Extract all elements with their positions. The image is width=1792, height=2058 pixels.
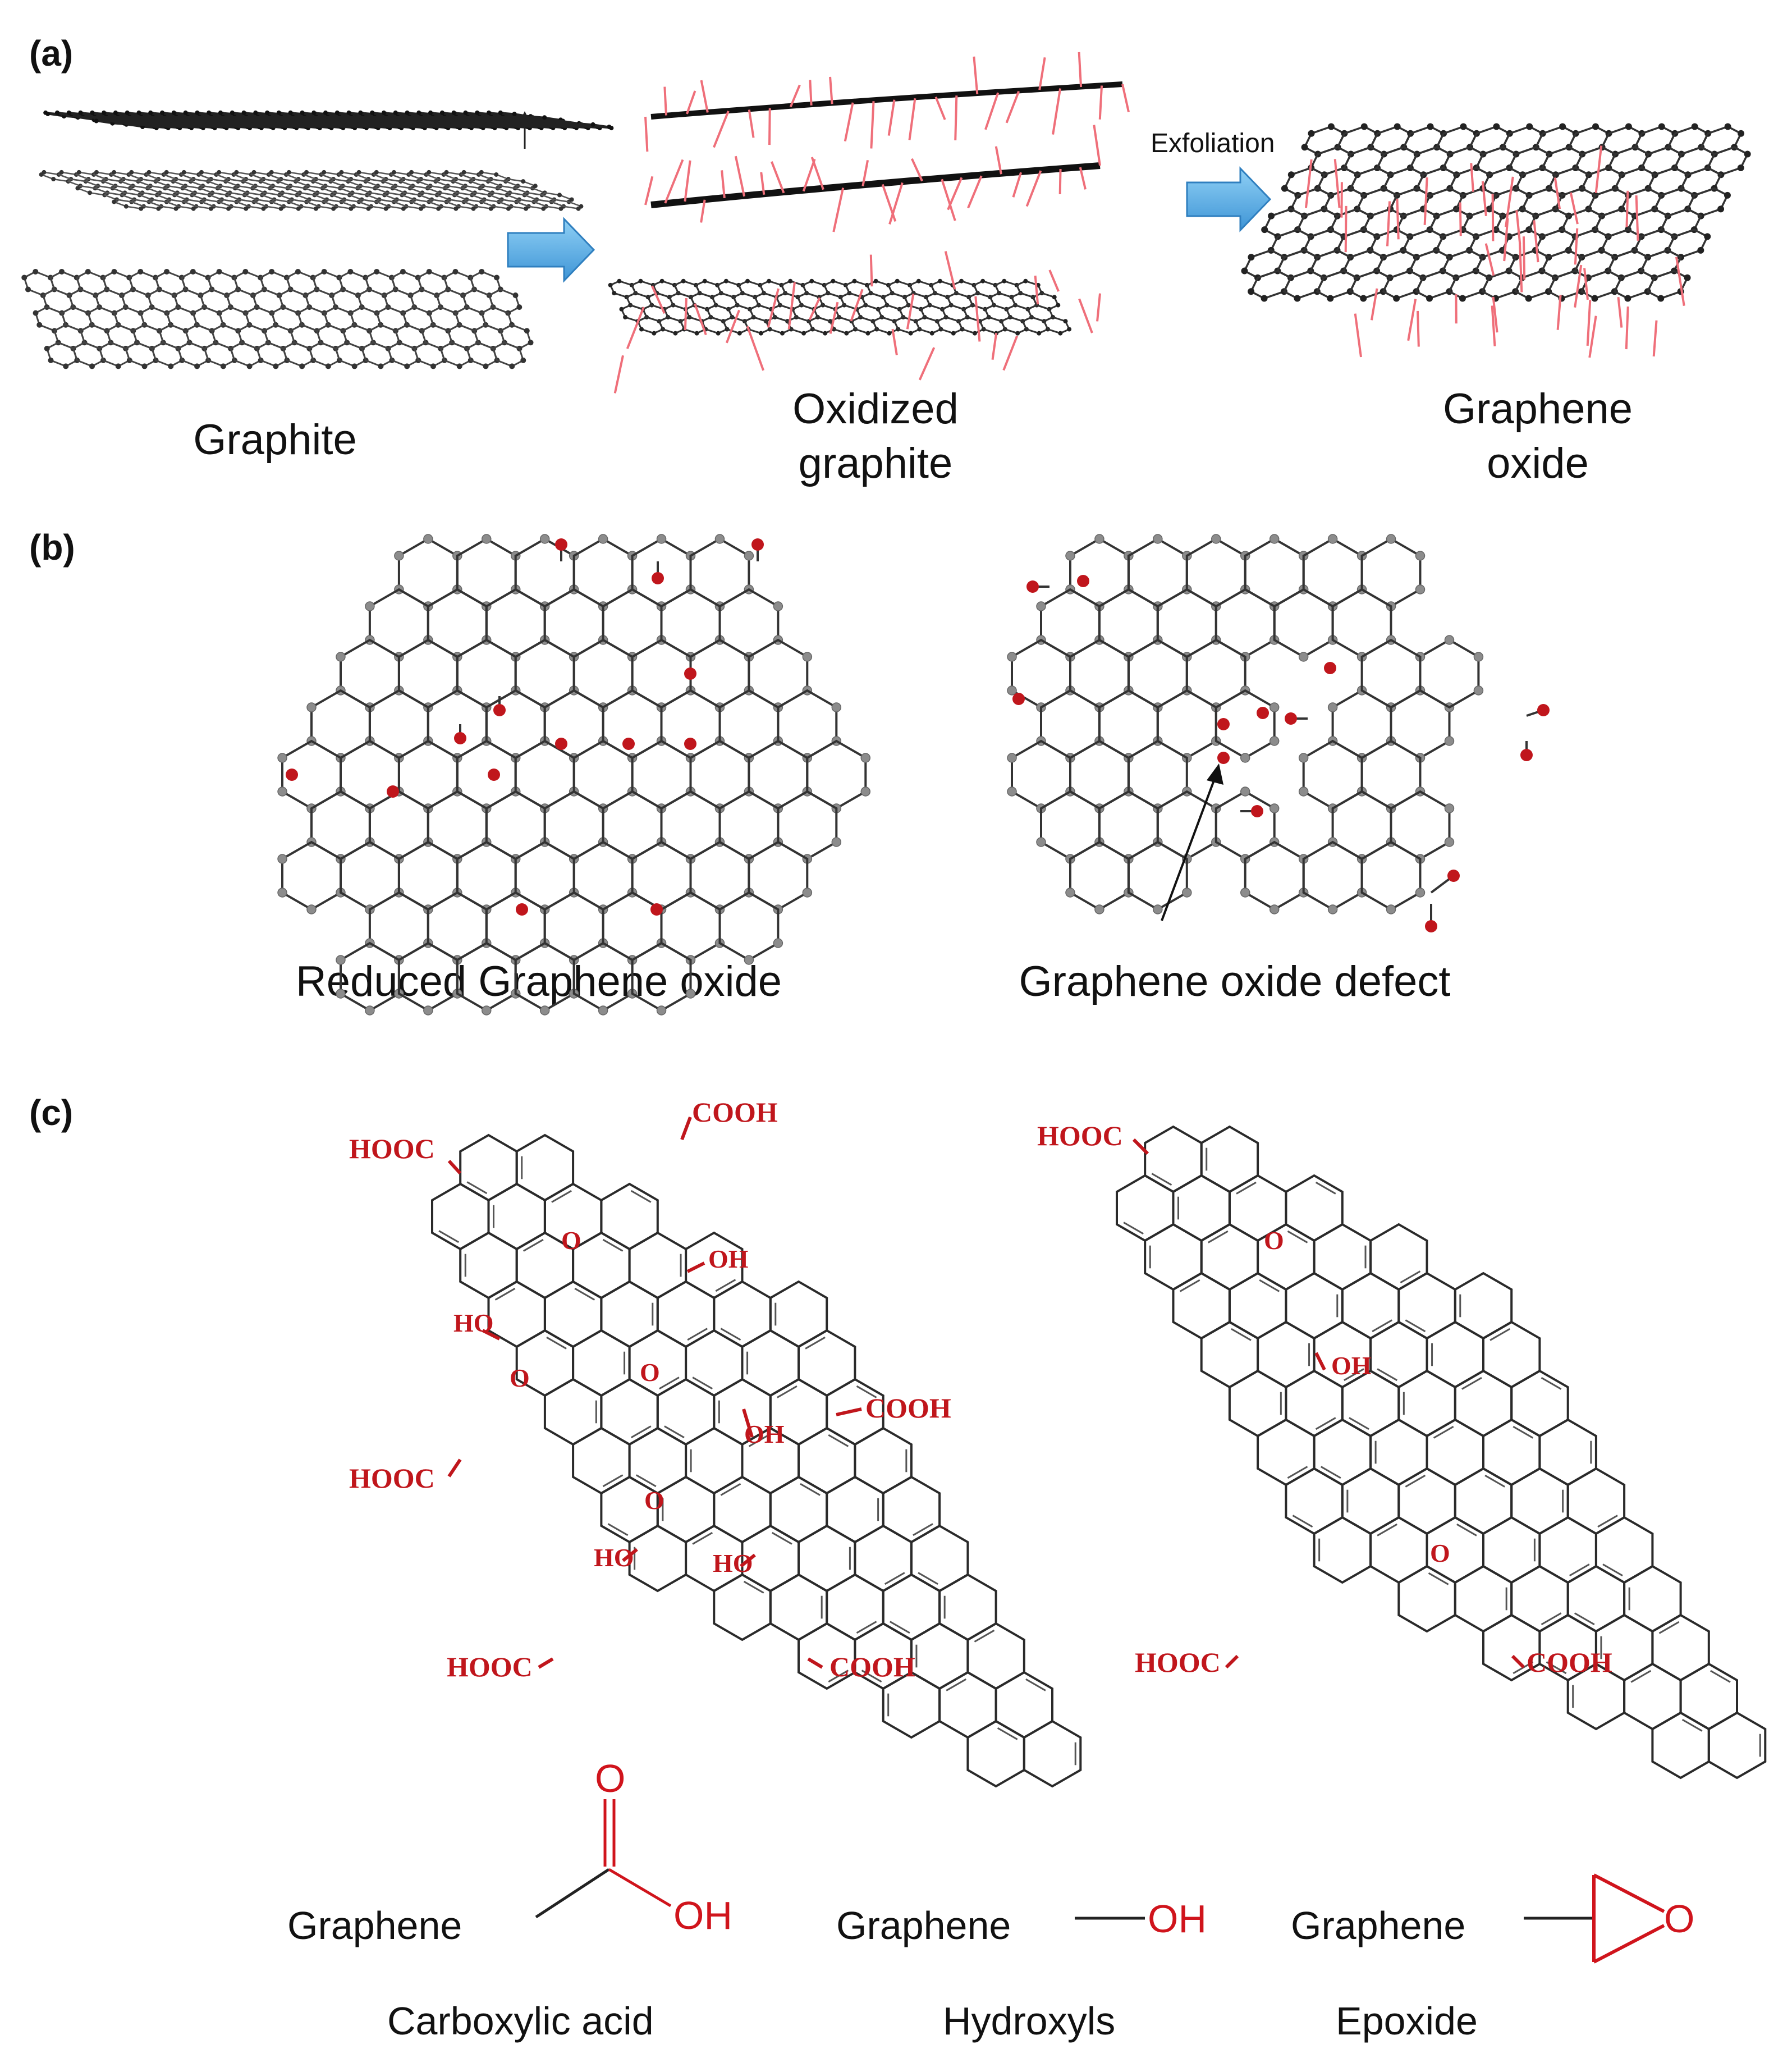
go-caption-line1: Graphene — [1442, 385, 1633, 433]
oxygen-atom — [650, 903, 663, 916]
carboxyl-oh-label: OH — [673, 1894, 732, 1937]
ho-label: HO — [594, 1543, 634, 1572]
oxygen-atom — [1012, 693, 1025, 705]
defect-pointer-arrow — [1161, 763, 1223, 921]
oxidized-sheet-middle — [650, 162, 1101, 208]
oxygen-atom — [555, 738, 567, 750]
oxygen-atom — [684, 667, 696, 680]
rgo-lattice — [277, 534, 871, 1016]
graphite-sheet-top — [43, 110, 614, 131]
graphene-oxide-structure-left — [431, 1116, 1082, 1788]
legend-epoxide-base: Graphene — [1291, 1904, 1466, 1947]
legend-epoxide-name: Epoxide — [1336, 1999, 1478, 2043]
oxidized-graphite-layers — [608, 52, 1130, 394]
go-caption-line2: oxide — [1487, 440, 1589, 488]
oxidized-caption-line1: Oxidized — [792, 385, 959, 433]
go-sheet-lattice — [1241, 123, 1751, 302]
oxidized-sheet-bottom — [608, 278, 1072, 336]
oxygen-atom — [684, 738, 696, 750]
graphite-sheet-bottom — [21, 268, 534, 369]
go-defect-caption: Graphene oxide defect — [1019, 958, 1451, 1005]
oxygen-atom — [1537, 704, 1550, 716]
oh-label: OH — [744, 1420, 785, 1448]
oxygen-atom — [1285, 712, 1297, 725]
cooh-label: COOH — [692, 1096, 778, 1128]
go-lattice-right — [1116, 1125, 1767, 1780]
epoxide-o-label: O — [1264, 1226, 1284, 1255]
oxygen-atom — [1077, 575, 1089, 587]
reduced-graphene-oxide-lattice — [277, 534, 871, 1016]
epoxide-o-label: O — [510, 1364, 530, 1392]
cooh-label: COOH — [829, 1651, 915, 1682]
oxygen-atom — [1425, 920, 1437, 932]
oxygen-atom — [1026, 580, 1039, 593]
graphite-layers — [21, 110, 614, 369]
graphene-oxide-structure-right — [1116, 1125, 1767, 1780]
legend-hydroxyl-base: Graphene — [836, 1904, 1011, 1947]
oxygen-atom — [751, 538, 764, 551]
oxygen-atom — [387, 785, 399, 798]
defect-lattice — [1007, 534, 1550, 932]
process-arrow-1 — [507, 217, 595, 283]
oxygen-atom — [1217, 752, 1230, 764]
oh-label: OH — [708, 1245, 749, 1273]
oxygen-atom — [1251, 805, 1263, 817]
oxidized-sheet-top — [650, 81, 1123, 120]
cooh-label: COOH — [865, 1392, 951, 1424]
exfoliation-label: Exfoliation — [1151, 129, 1275, 158]
oxygen-atom — [516, 903, 528, 916]
legend-carboxyl-name: Carboxylic acid — [387, 1999, 654, 2043]
legend-carboxyl-base: Graphene — [287, 1904, 462, 1947]
epoxide-o-label: O — [644, 1486, 664, 1515]
cooh-label: COOH — [1527, 1647, 1612, 1678]
epoxide-o-label: O — [640, 1358, 660, 1387]
hooc-label: HOOC — [349, 1462, 435, 1494]
legend-hydroxyl-name: Hydroxyls — [943, 1999, 1116, 2043]
oxygen-atom — [1217, 718, 1230, 730]
graphene-oxide-sheet — [1241, 123, 1751, 358]
oxidized-caption-line2: graphite — [798, 440, 953, 488]
process-arrow-2 — [1186, 166, 1272, 232]
oxygen-atom — [454, 732, 466, 744]
epoxide-structure: O — [1524, 1873, 1694, 1964]
oxygen-atom — [1447, 870, 1460, 882]
reduced-go-caption: Reduced Graphene oxide — [295, 958, 782, 1005]
carboxylic-acid-structure: O OH — [535, 1757, 732, 1937]
go-lattice-left — [431, 1133, 1082, 1788]
panel-label-b: (b) — [29, 527, 75, 568]
oxygen-atom — [1257, 707, 1269, 719]
carboxyl-o-label: O — [595, 1757, 625, 1800]
graphene-oxide-defect-lattice — [1007, 534, 1550, 932]
ho-label: HO — [713, 1549, 753, 1577]
ho-label: HO — [453, 1309, 494, 1337]
oxygen-atom — [493, 704, 506, 716]
oxygen-atom — [1520, 749, 1533, 761]
panel-label-a: (a) — [29, 33, 74, 74]
oxygen-atom — [1324, 662, 1336, 674]
hooc-label: HOOC — [1037, 1120, 1123, 1151]
epoxide-o-label: O — [1664, 1897, 1694, 1941]
hooc-label: HOOC — [349, 1133, 435, 1164]
oh-label: OH — [1331, 1351, 1372, 1380]
oxygen-atom — [488, 769, 500, 781]
graphite-caption: Graphite — [193, 416, 357, 464]
oxygen-atom — [555, 538, 567, 551]
oxygen-atom — [622, 738, 635, 750]
oxidized-graphite-caption: Oxidized graphite — [730, 382, 1021, 491]
graphene-oxide-caption: Graphene oxide — [1392, 382, 1684, 491]
hydroxyl-structure: OH — [1075, 1897, 1207, 1941]
hydroxyl-oh-label: OH — [1148, 1897, 1207, 1941]
hooc-label: HOOC — [1135, 1647, 1221, 1678]
oxygen-atom — [652, 572, 664, 584]
hooc-label: HOOC — [447, 1651, 533, 1682]
panel-label-c: (c) — [29, 1092, 74, 1133]
epoxide-o-label: O — [561, 1226, 581, 1255]
graphite-sheet-middle — [39, 170, 584, 211]
epoxide-o-label: O — [1430, 1539, 1450, 1567]
oxygen-atom — [286, 769, 298, 781]
